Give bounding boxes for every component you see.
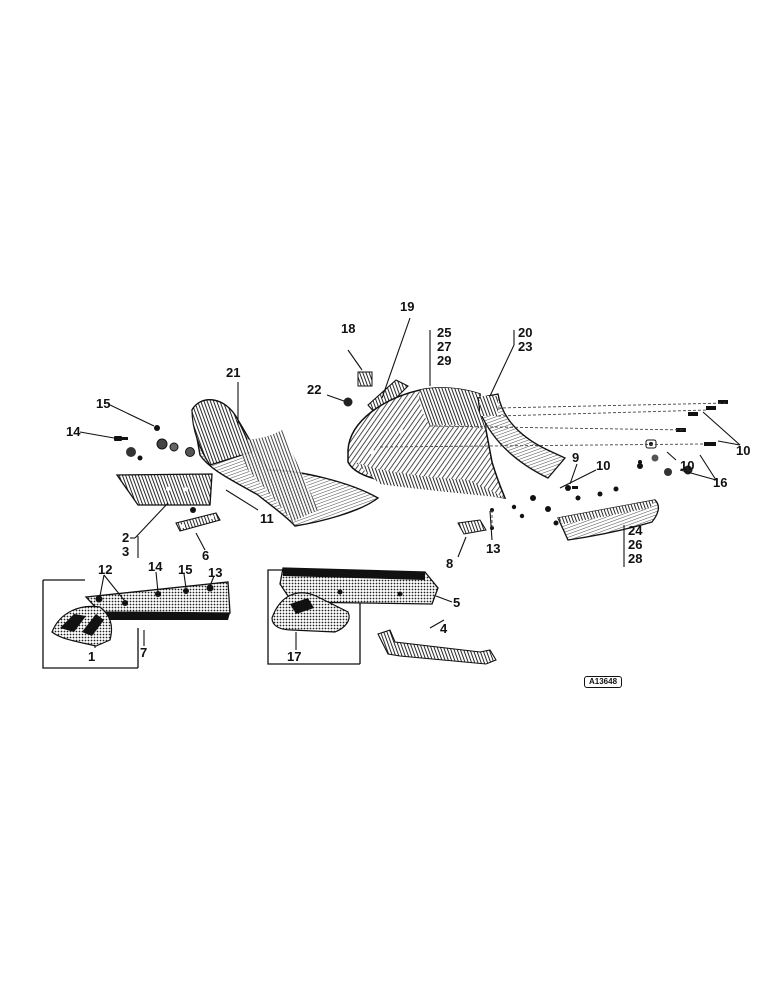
callout-10-right: 10 bbox=[736, 443, 751, 458]
inset-frame-middle bbox=[267, 569, 361, 665]
callout-19: 19 bbox=[400, 299, 415, 314]
callout-20: 20 bbox=[518, 325, 533, 340]
callout-28: 28 bbox=[628, 551, 643, 566]
callout-13-middle: 13 bbox=[486, 541, 501, 556]
callout-27: 27 bbox=[437, 339, 452, 354]
callout-9: 9 bbox=[572, 450, 580, 465]
callout-2-3: 2 3 bbox=[122, 531, 129, 559]
bolts-14-15 bbox=[114, 425, 196, 513]
part-6-brace bbox=[175, 512, 221, 532]
callout-11: 11 bbox=[260, 511, 274, 526]
callout-22: 22 bbox=[307, 382, 322, 397]
bolts-10-13-16 bbox=[490, 400, 728, 530]
assembly-lines bbox=[379, 402, 729, 530]
callout-26: 26 bbox=[628, 537, 643, 552]
callout-25-27-29: 25 27 29 bbox=[437, 326, 451, 368]
callout-18: 18 bbox=[341, 321, 356, 336]
part-11-moldboard-shin bbox=[191, 399, 380, 527]
callout-29: 29 bbox=[437, 353, 452, 368]
part-22-nut bbox=[343, 397, 353, 407]
part-2-3-landside bbox=[115, 473, 213, 506]
part-20-23-extension bbox=[477, 393, 567, 479]
inset-frame-left bbox=[42, 579, 139, 669]
part-25-27-29-moldboard bbox=[347, 387, 507, 500]
callout-14-upper: 14 bbox=[66, 424, 81, 439]
callout-21: 21 bbox=[226, 365, 241, 380]
callout-7: 7 bbox=[140, 645, 148, 660]
callout-10-middle: 10 bbox=[680, 458, 695, 473]
callout-1: 1 bbox=[88, 649, 96, 664]
callout-23: 23 bbox=[518, 339, 533, 354]
part-1-casting bbox=[51, 605, 113, 647]
callout-8: 8 bbox=[446, 556, 454, 571]
leader-lines bbox=[79, 317, 741, 650]
part-12-14-15-plate bbox=[84, 581, 231, 620]
part-5-plate bbox=[279, 567, 439, 605]
callout-4: 4 bbox=[440, 621, 448, 636]
callout-2: 2 bbox=[122, 530, 130, 545]
part-24-26-28-share bbox=[557, 499, 660, 541]
callout-15-upper: 15 bbox=[96, 396, 111, 411]
callout-25: 25 bbox=[437, 325, 452, 340]
callout-24-26-28: 24 26 28 bbox=[628, 524, 642, 566]
callout-10-left: 10 bbox=[596, 458, 611, 473]
callout-12: 12 bbox=[98, 562, 113, 577]
callout-13-lower: 13 bbox=[208, 565, 223, 580]
callout-14-lower: 14 bbox=[148, 559, 163, 574]
callout-17: 17 bbox=[287, 649, 302, 664]
callout-16: 16 bbox=[713, 475, 728, 490]
part-8-clevis bbox=[457, 519, 487, 535]
callout-20-23: 20 23 bbox=[518, 326, 532, 354]
part-4-lever bbox=[377, 629, 497, 665]
callout-6: 6 bbox=[202, 548, 210, 563]
callout-5: 5 bbox=[453, 595, 461, 610]
figure-reference-code: A13648 bbox=[584, 676, 623, 688]
callout-24: 24 bbox=[628, 523, 643, 538]
part-17-bracket bbox=[271, 592, 350, 633]
callout-3: 3 bbox=[122, 544, 130, 559]
part-18-clip bbox=[357, 371, 373, 387]
callout-15-lower: 15 bbox=[178, 562, 193, 577]
